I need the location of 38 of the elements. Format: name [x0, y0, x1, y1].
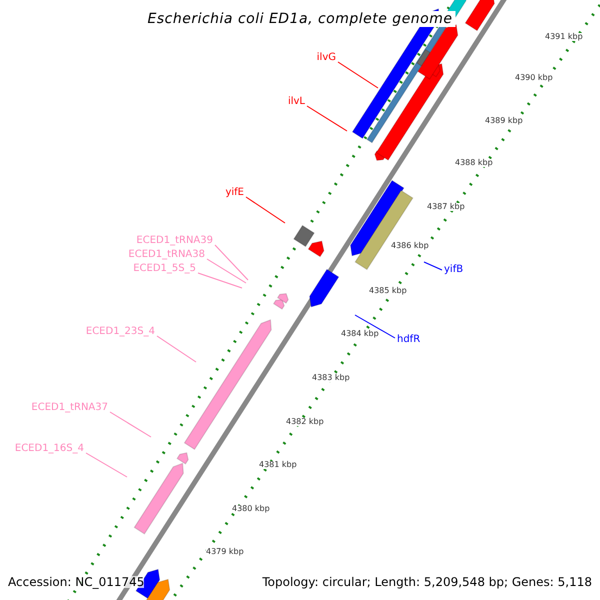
- scale-label: 4383 kbp: [312, 374, 350, 382]
- scale-label: 4385 kbp: [369, 287, 407, 295]
- gene-label: ilvL: [288, 97, 305, 107]
- gene-label: hdfR: [397, 335, 420, 345]
- leader-line: [306, 106, 348, 132]
- scale-label: 4387 kbp: [427, 203, 465, 211]
- accession-text: Accession: NC_011745: [8, 576, 144, 588]
- leader-line: [338, 62, 378, 88]
- gene-label: ECED1_16S_4: [14, 444, 84, 454]
- leader-line: [110, 412, 152, 438]
- leader-line: [424, 262, 442, 270]
- scale-label: 4384 kbp: [341, 330, 379, 338]
- leader-line: [214, 244, 248, 280]
- scale-label: 4381 kbp: [259, 461, 297, 469]
- gene-label: ECED1_23S_4: [86, 327, 155, 337]
- scale-label: 4382 kbp: [286, 418, 324, 426]
- genome-info-text: Topology: circular; Length: 5,209,548 bp; Genes: 5,118: [262, 576, 592, 588]
- scale-label: 4389 kbp: [485, 117, 523, 125]
- gene-label: ECED1_tRNA39: [136, 236, 213, 246]
- gene-label: ilvG: [316, 53, 336, 63]
- leader-line: [198, 272, 242, 288]
- leader-line: [206, 258, 246, 284]
- genome-title: Escherichia coli ED1a, complete genome: [144, 11, 456, 27]
- leader-line: [354, 314, 396, 338]
- scale-label: 4386 kbp: [391, 242, 429, 250]
- leader-line: [246, 196, 286, 224]
- gene-label: ECED1_5S_5: [133, 264, 196, 274]
- gene-label: yifB: [444, 265, 464, 275]
- gene-label: ECED1_tRNA37: [31, 403, 108, 413]
- scale-label: 4388 kbp: [455, 159, 493, 167]
- scale-label: 4391 kbp: [545, 33, 583, 41]
- scale-label: 4379 kbp: [206, 548, 244, 556]
- leader-line: [156, 336, 196, 362]
- scale-label: 4380 kbp: [232, 505, 270, 513]
- gene-label: yifE: [225, 188, 244, 198]
- leader-line: [86, 452, 128, 478]
- gene-label: ECED1_tRNA38: [128, 250, 205, 260]
- scale-label: 4390 kbp: [515, 74, 553, 82]
